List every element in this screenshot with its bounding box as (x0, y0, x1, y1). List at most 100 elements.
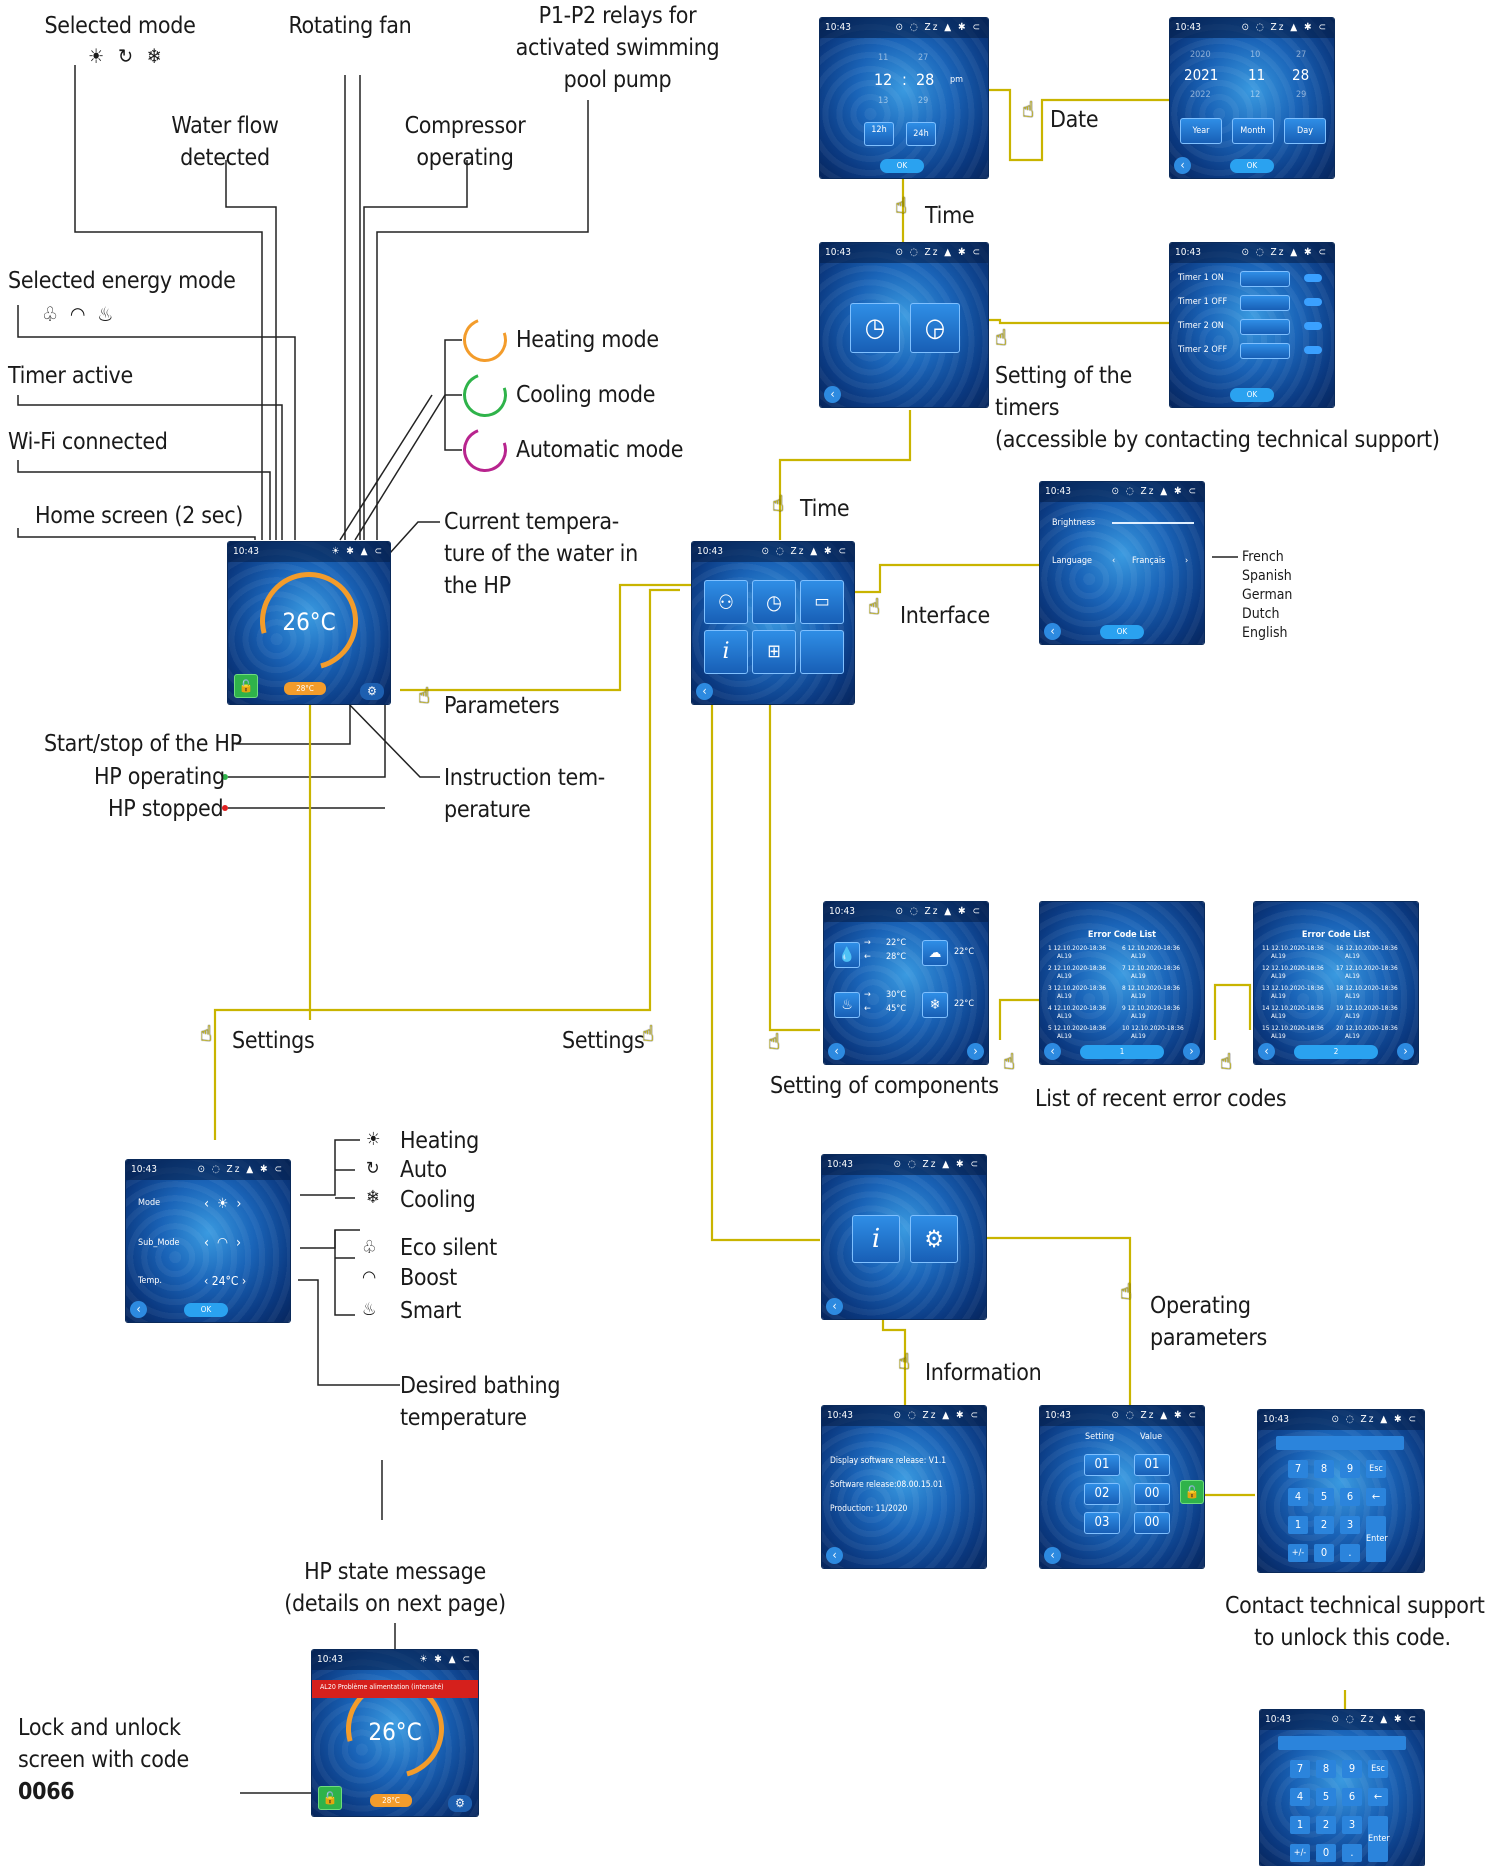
month-value[interactable]: 11 (1248, 66, 1266, 84)
param-value[interactable]: 00 (1134, 1483, 1170, 1505)
keypad-key[interactable]: Enter (1368, 1816, 1390, 1862)
minute-value[interactable]: 28 (916, 70, 935, 89)
empty-tile (800, 630, 844, 674)
back-button[interactable]: ‹ (1258, 1043, 1275, 1060)
keypad-key[interactable]: 6 (1340, 1488, 1360, 1506)
year-button[interactable]: Year (1180, 118, 1222, 144)
clock-icon[interactable]: ◷ (850, 303, 900, 353)
keypad-key[interactable]: ← (1368, 1788, 1388, 1806)
param-value[interactable]: 01 (1134, 1454, 1170, 1476)
back-button[interactable]: ‹ (696, 683, 713, 700)
keypad-key[interactable]: 4 (1288, 1488, 1308, 1506)
settings-user-icon[interactable]: ⚇ (704, 580, 748, 624)
brightness-slider[interactable] (1112, 522, 1194, 524)
keypad-key[interactable]: +/- (1288, 1544, 1308, 1562)
12h-button[interactable]: 12h (864, 122, 894, 146)
keypad-key[interactable]: 8 (1314, 1460, 1334, 1478)
back-button[interactable]: ‹ (826, 1547, 843, 1564)
day-button[interactable]: Day (1284, 118, 1326, 144)
code-input[interactable] (1276, 1436, 1404, 1450)
ok-button[interactable]: OK (880, 159, 924, 173)
keypad-key[interactable]: 7 (1290, 1760, 1310, 1778)
gear-icon[interactable]: ⚙ (910, 1215, 958, 1263)
param-value[interactable]: 00 (1134, 1512, 1170, 1534)
back-button[interactable]: ‹ (1044, 1043, 1061, 1060)
keypad-key[interactable]: . (1340, 1544, 1360, 1562)
gear-icon[interactable]: ⚙ (448, 1795, 472, 1812)
keypad-key[interactable]: 9 (1340, 1460, 1360, 1478)
keypad-key[interactable]: Esc (1368, 1760, 1388, 1778)
back-button[interactable]: ‹ (824, 386, 841, 403)
unlock-button[interactable]: 🔓 (1180, 1480, 1204, 1504)
timer-field[interactable] (1240, 343, 1290, 359)
keypad-key[interactable]: 7 (1288, 1460, 1308, 1478)
keypad-key[interactable]: Esc (1366, 1460, 1386, 1478)
timer-field[interactable] (1240, 295, 1290, 311)
keypad-key[interactable]: 5 (1314, 1488, 1334, 1506)
setpoint-badge[interactable]: 28°C (284, 682, 326, 695)
ok-button[interactable]: OK (1230, 159, 1274, 173)
keypad-key[interactable]: 6 (1342, 1788, 1362, 1806)
keypad-key[interactable]: 9 (1342, 1760, 1362, 1778)
snowflake-icon[interactable]: ❄ (922, 992, 948, 1018)
lock-button[interactable]: 🔓 (234, 674, 258, 698)
keypad-key[interactable]: 5 (1316, 1788, 1336, 1806)
24h-button[interactable]: 24h (906, 122, 936, 146)
ok-button[interactable]: OK (1230, 388, 1274, 402)
temp-selector[interactable]: ‹ 24°C › (204, 1274, 247, 1288)
param-setting[interactable]: 02 (1084, 1483, 1120, 1505)
display-icon[interactable]: ▭ (800, 580, 844, 624)
ok-button[interactable]: OK (184, 1303, 228, 1317)
year-value[interactable]: 2021 (1184, 66, 1219, 84)
keypad-key[interactable]: +/- (1290, 1844, 1310, 1862)
ok-button[interactable]: OK (1100, 625, 1144, 639)
month-button[interactable]: Month (1232, 118, 1274, 144)
lock-button[interactable]: 🔓 (318, 1786, 342, 1810)
language-value[interactable]: Français (1132, 556, 1166, 566)
keypad-key[interactable]: 8 (1316, 1760, 1336, 1778)
keypad-key[interactable]: 0 (1314, 1544, 1334, 1562)
keypad-key[interactable]: 3 (1342, 1816, 1362, 1834)
back-button[interactable]: ‹ (130, 1301, 147, 1318)
keypad-key[interactable]: 1 (1290, 1816, 1310, 1834)
timer-field[interactable] (1240, 319, 1290, 335)
back-button[interactable]: ‹ (1044, 1547, 1061, 1564)
cloud-icon[interactable]: ☁ (922, 940, 948, 966)
heater-icon[interactable]: ♨ (834, 992, 860, 1018)
keypad-key[interactable]: 1 (1288, 1516, 1308, 1534)
back-button[interactable]: ‹ (826, 1298, 843, 1315)
next-button[interactable]: › (967, 1043, 984, 1060)
clock-icon[interactable]: ◷ (752, 580, 796, 624)
timer-toggle[interactable] (1304, 298, 1322, 306)
back-button[interactable]: ‹ (828, 1043, 845, 1060)
keypad-key[interactable]: 4 (1290, 1788, 1310, 1806)
keypad-key[interactable]: Enter (1366, 1516, 1388, 1562)
day-value[interactable]: 28 (1292, 66, 1310, 84)
timer-field[interactable] (1240, 271, 1290, 287)
keypad-key[interactable]: 3 (1340, 1516, 1360, 1534)
info-icon[interactable]: i (704, 630, 748, 674)
keypad-key[interactable]: 0 (1316, 1844, 1336, 1862)
gear-icon[interactable]: ⚙ (360, 683, 384, 700)
timer-toggle[interactable] (1304, 346, 1322, 354)
keypad-key[interactable]: ← (1366, 1488, 1386, 1506)
submode-selector[interactable]: ‹ ◠ › (204, 1235, 242, 1251)
param-setting[interactable]: 01 (1084, 1454, 1120, 1476)
timer-toggle[interactable] (1304, 322, 1322, 330)
hour-value[interactable]: 12 (874, 70, 893, 89)
next-button[interactable]: › (1183, 1043, 1200, 1060)
keypad-key[interactable]: 2 (1316, 1816, 1336, 1834)
keypad-key[interactable]: . (1342, 1844, 1362, 1862)
info-icon[interactable]: i (852, 1215, 900, 1263)
timer-icon[interactable]: ◶ (910, 303, 960, 353)
next-button[interactable]: › (1397, 1043, 1414, 1060)
components-icon[interactable]: ⊞ (752, 630, 796, 674)
back-button[interactable]: ‹ (1044, 623, 1061, 640)
mode-selector[interactable]: ‹ ☀ › (204, 1196, 242, 1212)
code-input[interactable] (1278, 1736, 1406, 1750)
back-button[interactable]: ‹ (1174, 157, 1191, 174)
param-setting[interactable]: 03 (1084, 1512, 1120, 1534)
timer-toggle[interactable] (1304, 274, 1322, 282)
water-drop-icon[interactable]: 💧 (834, 942, 860, 968)
keypad-key[interactable]: 2 (1314, 1516, 1334, 1534)
